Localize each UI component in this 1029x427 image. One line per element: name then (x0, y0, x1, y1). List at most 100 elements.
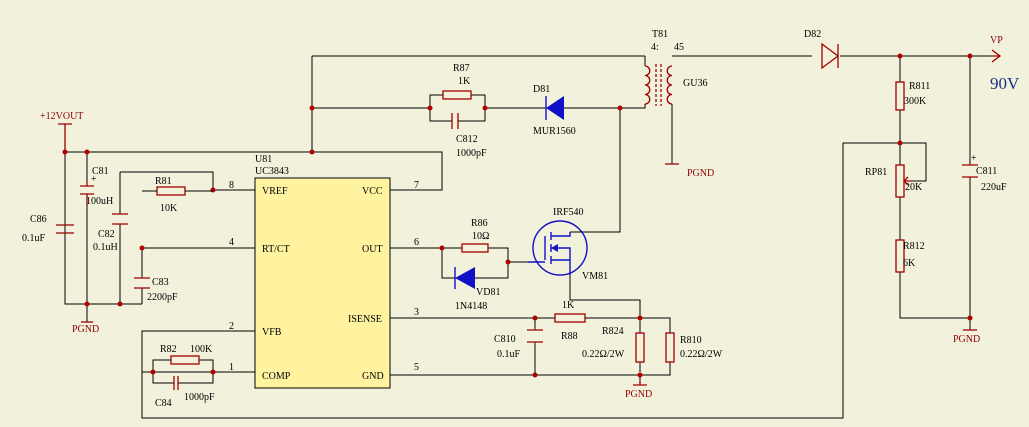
pgnd-left-label: PGND (72, 324, 99, 335)
pin-6-number: 6 (414, 237, 419, 248)
p12v-rail-symbol: +12VOUT (40, 111, 83, 152)
r88-resistor: 1K R88 (554, 300, 586, 342)
pin-3-number: 3 (414, 307, 419, 318)
vm81-ref: VM81 (582, 271, 608, 282)
r811-ref: R811 (909, 81, 930, 92)
r87-ref: R87 (453, 63, 470, 74)
r811-resistor: R811 300K (895, 81, 930, 111)
c810-capacitor: C810 0.1uF (494, 329, 543, 360)
r87-value: 1K (458, 76, 471, 87)
pgnd-transformer-symbol: PGND (665, 163, 714, 179)
d81-ref: D81 (533, 84, 550, 95)
r824-resistor: R824 0.22Ω/2W (582, 326, 645, 363)
c811-value: 220uF (981, 182, 1007, 193)
vd81-ref: VD81 (476, 287, 500, 298)
junctions (62, 53, 973, 378)
c83-capacitor: C83 2200pF (134, 277, 178, 303)
c82-capacitor: C82 0.1uH (93, 213, 128, 253)
r86-ref: R86 (471, 218, 488, 229)
rp81-ref: RP81 (865, 167, 887, 178)
uc3843-chip: U81 UC3843 VREF RT/CT VFB COMP VCC OUT I… (229, 154, 419, 389)
t81-ratio-primary: 4: (651, 42, 659, 53)
chip-ref: U81 (255, 154, 272, 165)
c812-ref: C812 (456, 134, 478, 145)
rp81-potentiometer: RP81 20K (865, 164, 923, 198)
d82-diode: D82 (804, 29, 840, 70)
c81-value: 100uH (86, 196, 113, 207)
t81-ref: T81 (652, 29, 668, 40)
r86-resistor: R86 10Ω (461, 218, 489, 253)
pin-8-number: 8 (229, 180, 234, 191)
r87-resistor: R87 1K (442, 63, 472, 100)
t81-core: GU36 (683, 78, 707, 89)
vp-rail-symbol: VP 90V (990, 35, 1020, 93)
t81-ratio-secondary: 45 (674, 42, 684, 53)
c81-ref: C81 (92, 166, 109, 177)
vm81-part: IRF540 (553, 207, 584, 218)
pin-5-number: 5 (414, 362, 419, 373)
c810-ref: C810 (494, 334, 516, 345)
pgnd-t81-label: PGND (687, 168, 714, 179)
output-voltage-label: 90V (990, 74, 1020, 93)
c86-value: 0.1uF (22, 233, 46, 244)
r810-ref: R810 (680, 335, 702, 346)
chip-part: UC3843 (255, 166, 289, 177)
wires (64, 55, 1000, 419)
pin-rtct-label: RT/CT (262, 244, 290, 255)
pin-comp-label: COMP (262, 371, 291, 382)
vd81-diode: VD81 1N4148 (454, 267, 500, 312)
c81-polarity: + (91, 174, 97, 185)
c812-value: 1000pF (456, 148, 487, 159)
pin-vcc-label: VCC (362, 186, 383, 197)
pgnd-right-symbol: PGND (953, 329, 980, 345)
r811-value: 300K (904, 96, 927, 107)
pin-gnd-label: GND (362, 371, 384, 382)
pin-7-number: 7 (414, 180, 419, 191)
pin-2-number: 2 (229, 321, 234, 332)
c811-polarity: + (971, 153, 977, 164)
pin-4-number: 4 (229, 237, 234, 248)
t81-transformer: T81 4: 45 GU36 (644, 29, 707, 106)
c82-ref: C82 (98, 229, 115, 240)
r81-ref: R81 (155, 176, 172, 187)
c811-ref: C811 (976, 166, 997, 177)
r82-value: 100K (190, 344, 213, 355)
r824-value: 0.22Ω/2W (582, 349, 625, 360)
d82-ref: D82 (804, 29, 821, 40)
r810-value: 0.22Ω/2W (680, 349, 723, 360)
c810-value: 0.1uF (497, 349, 521, 360)
pin-out-label: OUT (362, 244, 383, 255)
pin-vfb-label: VFB (262, 327, 282, 338)
pgnd-bottom-symbol: PGND (625, 380, 652, 400)
c81-capacitor: + C81 100uH (80, 166, 113, 207)
c811-capacitor: + C811 220uF (962, 153, 1007, 193)
p12v-label: +12VOUT (40, 111, 83, 122)
r81-value: 10K (160, 203, 178, 214)
c83-value: 2200pF (147, 292, 178, 303)
vm81-mosfet: IRF540 VM81 (528, 207, 608, 282)
r88-value: 1K (562, 300, 575, 311)
d81-diode: D81 MUR1560 (520, 84, 576, 137)
rp81-value: 20K (905, 182, 923, 193)
r812-ref: R812 (903, 241, 925, 252)
pgnd-left-symbol: PGND (72, 321, 99, 335)
c84-capacitor: C84 1000pF (155, 376, 215, 409)
c84-value: 1000pF (184, 392, 215, 403)
pin-isense-label: ISENSE (348, 314, 382, 325)
pin-1-number: 1 (229, 362, 234, 373)
r812-resistor: R812 6K (895, 239, 925, 273)
c82-value: 0.1uH (93, 242, 118, 253)
r82-resistor: R82 100K (160, 344, 213, 365)
pin-vref-label: VREF (262, 186, 288, 197)
r824-ref: R824 (602, 326, 624, 337)
r88-ref: R88 (561, 331, 578, 342)
r86-value: 10Ω (472, 231, 489, 242)
c83-ref: C83 (152, 277, 169, 288)
vp-label: VP (990, 35, 1003, 46)
r82-ref: R82 (160, 344, 177, 355)
c812-capacitor: C812 1000pF (451, 113, 487, 159)
c86-capacitor: C86 0.1uF (22, 214, 74, 244)
c84-ref: C84 (155, 398, 172, 409)
r81-resistor: R81 10K (142, 176, 213, 214)
